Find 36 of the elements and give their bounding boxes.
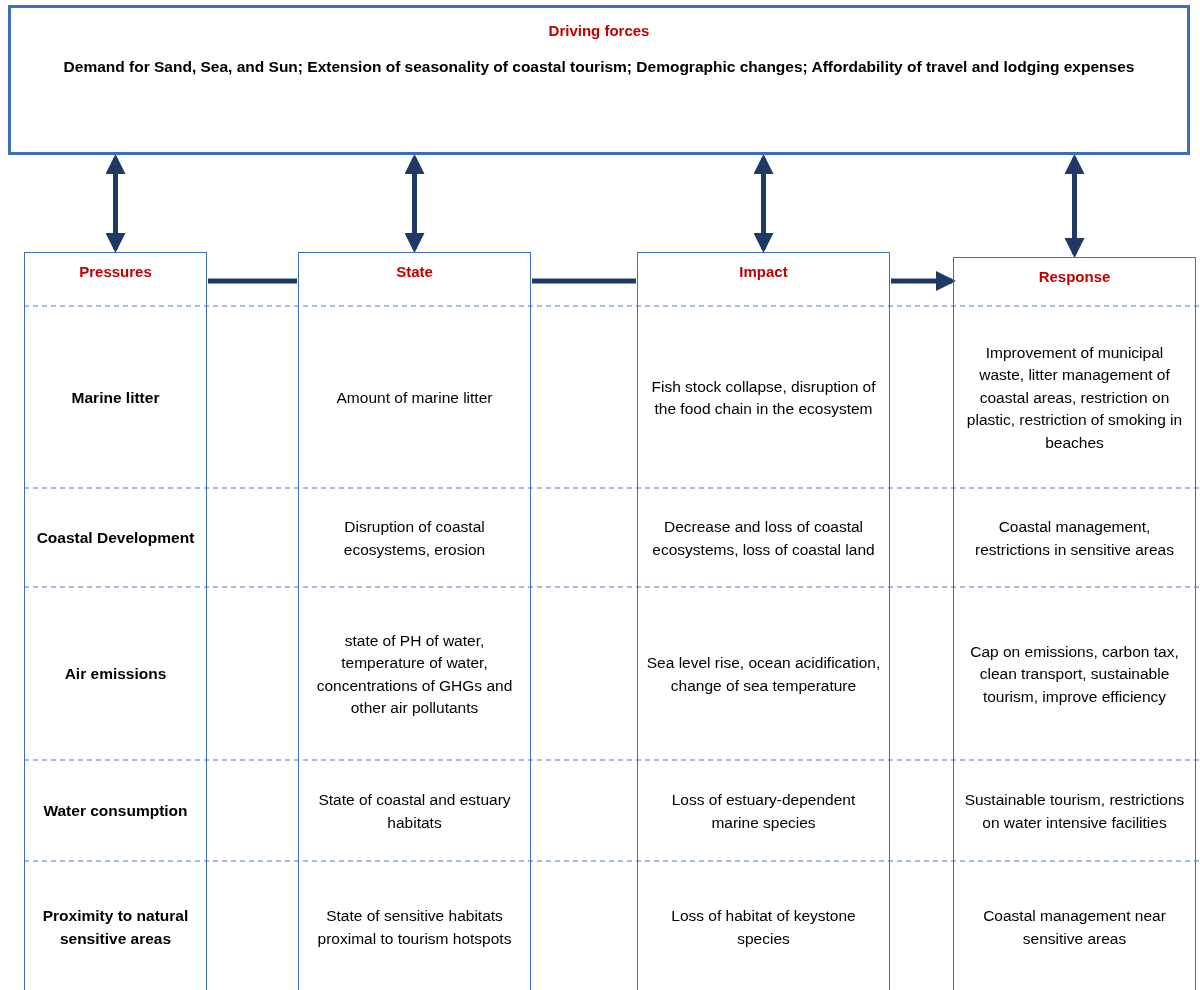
cell-text: Fish stock collapse, disruption of the food chain in the ecosystem	[650, 376, 877, 419]
cell-text: Air emissions	[64, 664, 167, 685]
cell-text: Water consumption	[43, 801, 188, 822]
cell-text: Disruption of coastal ecosystems, erosion	[342, 517, 487, 560]
cell-text: Coastal management near sensitive areas	[982, 906, 1167, 949]
column-box	[24, 252, 207, 990]
cell-text: Marine litter	[71, 387, 160, 408]
cell-text: Coastal management, restrictions in sensitive areas	[974, 517, 1175, 560]
column-box	[953, 257, 1196, 990]
cell-text: Loss of habitat of keystone species	[670, 906, 857, 949]
cell-text: state of PH of water, temperature of water, concentrations of GHGs and other air pollutants	[315, 630, 514, 718]
cell-text: Coastal Development	[36, 528, 195, 549]
column-heading: Response	[1037, 267, 1112, 287]
driving-forces-box	[8, 5, 1190, 155]
column-box	[298, 252, 531, 990]
cell-text: Cap on emissions, carbon tax, clean transport, sustainable tourism, improve efficiency	[969, 641, 1180, 707]
arrow	[753, 154, 774, 253]
arrow	[404, 154, 425, 253]
cell-text: Loss of estuary-dependent marine species	[670, 790, 857, 833]
column-heading: Impact	[738, 262, 789, 282]
box-heading: Driving forces	[548, 21, 650, 41]
cell-text: Improvement of municipal waste, litter management of coastal areas, restriction on plastic, restriction of smoking in beaches	[965, 342, 1184, 453]
arrow	[1064, 154, 1085, 258]
box-body: Demand for Sand, Sea, and Sun; Extension of seasonality of coastal tourism; Demographic changes; Affordability of travel and lodging expenses	[63, 56, 1135, 77]
column-box	[637, 252, 890, 990]
cell-text: State of coastal and estuary habitats	[317, 790, 512, 833]
cell-text: Amount of marine litter	[336, 387, 493, 408]
cell-text: State of sensitive habitats proximal to tourism hotspots	[316, 906, 513, 949]
column-heading: State	[395, 262, 434, 282]
arrow	[105, 154, 126, 253]
cell-text: Decrease and loss of coastal ecosystems, loss of coastal land	[651, 517, 876, 560]
cell-text: Sea level rise, ocean acidification, change of sea temperature	[646, 653, 881, 696]
cell-text: Proximity to natural sensitive areas	[41, 906, 190, 949]
column-heading: Pressures	[78, 262, 153, 282]
cell-text: Sustainable tourism, restrictions on water intensive facilities	[963, 790, 1186, 833]
arrow	[891, 271, 956, 291]
